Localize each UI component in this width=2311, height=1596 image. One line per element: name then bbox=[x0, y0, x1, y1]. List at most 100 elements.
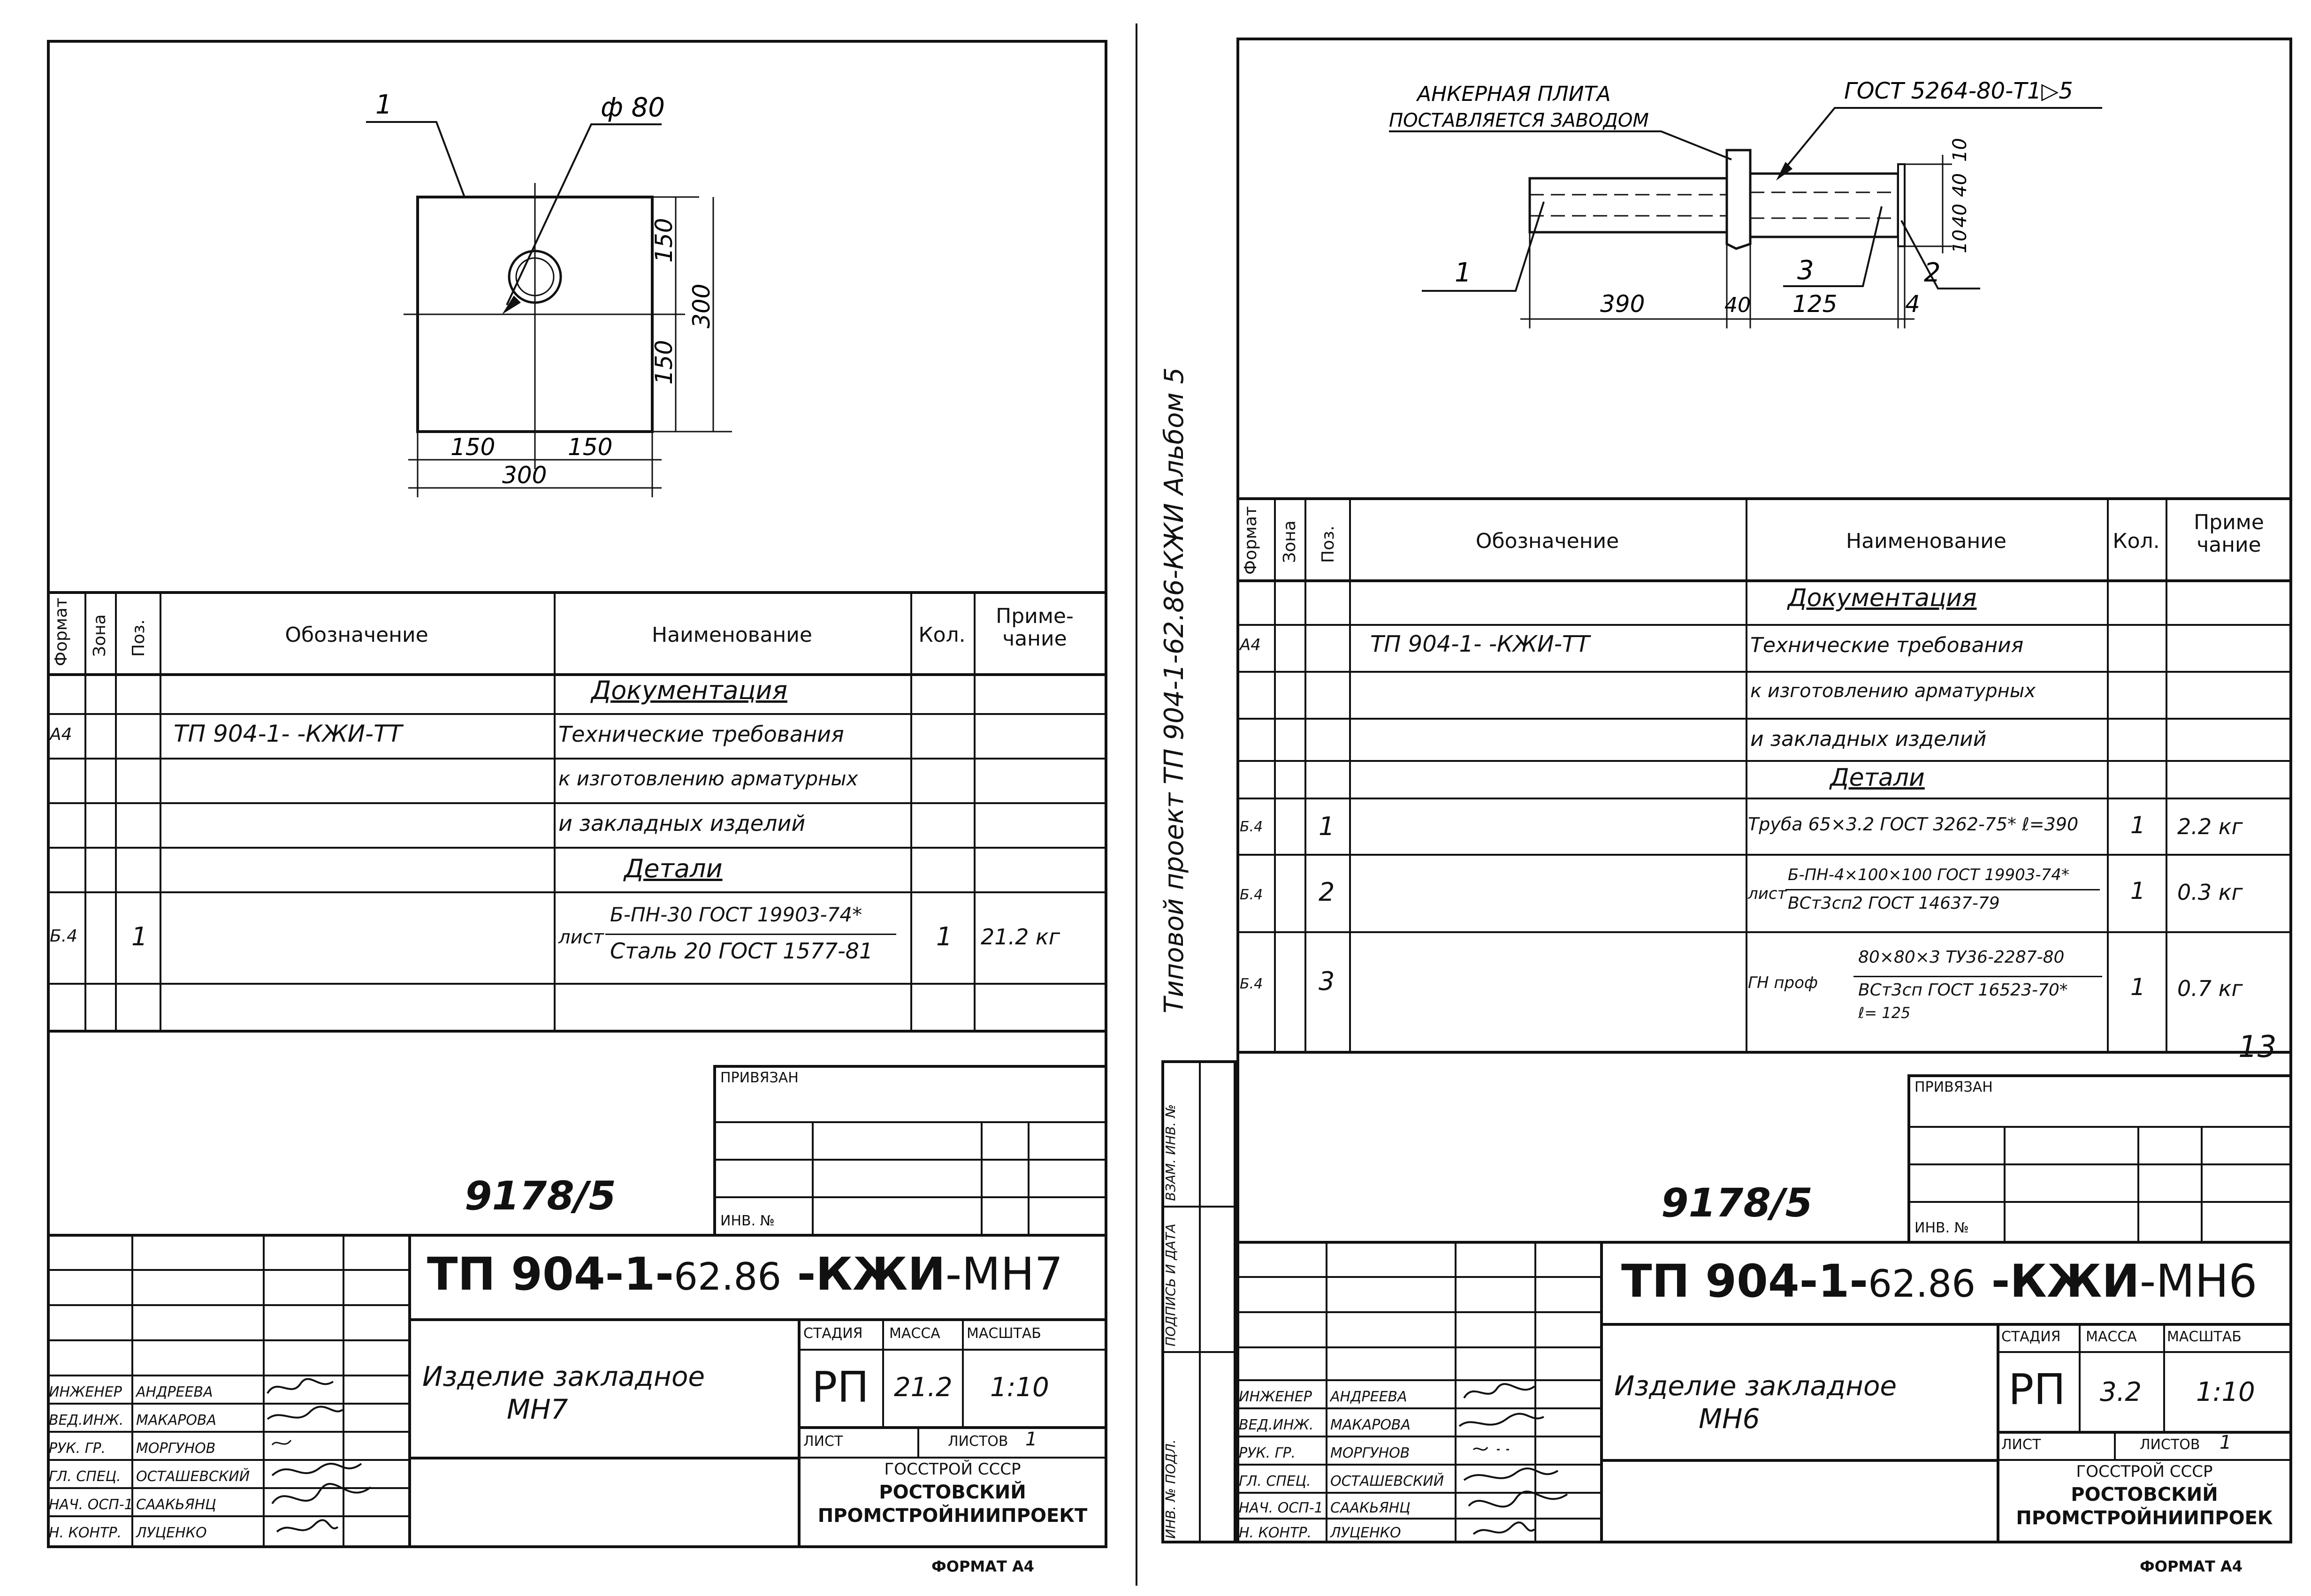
right-product-name-2: МН6 bbox=[1699, 1403, 1760, 1435]
left-format-note: ФОРМАТ А4 bbox=[931, 1558, 1034, 1575]
row1-qty: 1 bbox=[2130, 812, 2145, 839]
name-4: СААКЬЯНЦ bbox=[136, 1497, 216, 1513]
dim-4: 4 bbox=[1905, 290, 1920, 318]
dim-390: 390 bbox=[1600, 290, 1645, 318]
row1-name: Труба 65×3.2 ГОСТ 3262-75* ℓ=390 bbox=[1748, 814, 2079, 835]
left-doc-code: ТП 904-1-62.86 -КЖИ-МН7 bbox=[427, 1248, 1063, 1300]
org-line-1: ГОССТРОЙ СССР bbox=[2076, 1462, 2213, 1481]
left-product-name-2: МН7 bbox=[507, 1393, 568, 1425]
right-format-note: ФОРМАТ А4 bbox=[2140, 1558, 2242, 1575]
vzam-label: ВЗАМ. ИНВ. № bbox=[1163, 1104, 1178, 1201]
row3-fraction-line bbox=[1853, 976, 2102, 977]
name-2: МОРГУНОВ bbox=[136, 1440, 216, 1457]
header-pos: Поз. bbox=[129, 619, 148, 657]
row3-name-top: 80×80×3 ТУ36-2287-80 bbox=[1858, 948, 2065, 967]
end-plate bbox=[1897, 163, 1906, 247]
anchor-leader bbox=[1389, 130, 1732, 160]
row3-name-bottom: ВСт3сп ГОСТ 16523-70* bbox=[1858, 980, 2068, 1000]
pipe-body bbox=[1528, 177, 1728, 234]
mass-label: МАССА bbox=[2086, 1329, 2137, 1345]
part-name-top: Б-ПН-30 ГОСТ 19903-74* bbox=[610, 903, 862, 926]
pos3-leader bbox=[1783, 206, 1883, 287]
role-2: РУК. ГР. bbox=[49, 1440, 106, 1457]
plate-hole bbox=[508, 250, 562, 304]
doc-designation: ТП 904-1- -КЖИ-ТТ bbox=[1370, 631, 1590, 657]
hole-leader-arrow bbox=[502, 296, 521, 314]
pos3-label: 3 bbox=[1797, 255, 1814, 286]
header-qty: Кол. bbox=[2113, 529, 2160, 553]
doc-name-2: к изготовлению арматурных bbox=[1750, 680, 2036, 702]
section-parts: Детали bbox=[624, 854, 723, 883]
anchor-label-1: АНКЕРНАЯ ПЛИТА bbox=[1416, 82, 1611, 106]
dim-300-v: 300 bbox=[688, 284, 715, 328]
name-0: АНДРЕЕВА bbox=[136, 1384, 213, 1400]
name-1: МАКАРОВА bbox=[136, 1412, 217, 1429]
header-zone: Зона bbox=[1280, 520, 1299, 563]
name-5: ЛУЦЕНКО bbox=[136, 1525, 207, 1541]
org-line-3: ПРОМСТРОЙНИИПРОЕКТ bbox=[817, 1505, 1088, 1527]
scale-value: 1:10 bbox=[2196, 1377, 2255, 1407]
part-pos: 1 bbox=[131, 922, 148, 951]
binding-inv-label: ИНВ. № bbox=[720, 1213, 775, 1229]
dim-40: 40 bbox=[1724, 293, 1751, 317]
role-5: Н. КОНТР. bbox=[1239, 1525, 1312, 1541]
row3-format: Б.4 bbox=[1240, 976, 1263, 992]
left-plate-drawing: 1 ф 80 150 150 300 150 150 300 bbox=[366, 90, 732, 497]
name-0: АНДРЕЕВА bbox=[1330, 1389, 1407, 1405]
sheets-value: 1 bbox=[1025, 1429, 1037, 1450]
pos2-label: 2 bbox=[1924, 258, 1941, 288]
right-pipe-drawing: 10 40 40 10 390 40 125 4 1 3 2 АНКЕРНАЯ … bbox=[1389, 78, 2102, 328]
stage-value: РП bbox=[812, 1363, 869, 1412]
name-1: МАКАРОВА bbox=[1330, 1417, 1411, 1433]
weld-leader-arrow bbox=[1776, 162, 1792, 181]
dim-150-h2: 150 bbox=[568, 433, 612, 461]
header-zone: Зона bbox=[90, 614, 109, 657]
role-0: ИНЖЕНЕР bbox=[1239, 1389, 1312, 1405]
row1-pos: 1 bbox=[1319, 812, 1335, 841]
name-2: МОРГУНОВ bbox=[1330, 1445, 1410, 1461]
role-4: НАЧ. ОСП-1 bbox=[49, 1497, 133, 1513]
doc-name-1: Технические требования bbox=[558, 722, 844, 747]
doc-name-2: к изготовлению арматурных bbox=[558, 767, 858, 790]
name-4: СААКЬЯНЦ bbox=[1330, 1500, 1411, 1516]
dim-150-v2: 150 bbox=[650, 340, 678, 385]
scale-label: МАСШТАБ bbox=[967, 1325, 1041, 1342]
name-5: ЛУЦЕНКО bbox=[1330, 1525, 1401, 1541]
part-name-bottom: Сталь 20 ГОСТ 1577-81 bbox=[610, 938, 873, 964]
row2-name-bottom: ВСт3сп2 ГОСТ 14637-79 bbox=[1788, 894, 2000, 913]
header-designation: Обозначение bbox=[1475, 529, 1619, 553]
scale-value: 1:10 bbox=[990, 1372, 1049, 1403]
left-sheet-frame bbox=[47, 40, 1107, 1548]
name-3: ОСТАШЕВСКИЙ bbox=[136, 1468, 250, 1485]
doc-format: А4 bbox=[50, 725, 72, 744]
pos1-label: 1 bbox=[375, 90, 392, 120]
right-signatures bbox=[1458, 1383, 1568, 1535]
weld-label: ГОСТ 5264-80-Т1▷5 bbox=[1844, 78, 2073, 104]
right-sheet-frame bbox=[1236, 38, 2292, 1543]
row2-format: Б.4 bbox=[1240, 887, 1263, 903]
row2-name-top: Б-ПН-4×100×100 ГОСТ 19903-74* bbox=[1788, 866, 2069, 884]
doc-format: А4 bbox=[1240, 636, 1261, 654]
name-3: ОСТАШЕВСКИЙ bbox=[1330, 1473, 1444, 1490]
role-1: ВЕД.ИНЖ. bbox=[49, 1412, 124, 1429]
dim-10b: 10 bbox=[1949, 229, 1971, 253]
row3-pos: 3 bbox=[1319, 966, 1335, 996]
binding-label: ПРИВЯЗАН bbox=[1914, 1079, 1993, 1095]
role-2: РУК. ГР. bbox=[1239, 1445, 1296, 1461]
header-format: Формат bbox=[1241, 506, 1260, 575]
part-name-prefix: лист bbox=[558, 927, 604, 948]
doc-name-3: и закладных изделий bbox=[1750, 727, 1987, 751]
dim-150-h1: 150 bbox=[450, 433, 495, 461]
part-qty: 1 bbox=[936, 922, 953, 951]
header-designation: Обозначение bbox=[285, 623, 428, 647]
row1-note: 2.2 кг bbox=[2177, 814, 2243, 839]
plate-hole-inner bbox=[515, 257, 555, 296]
inv-podl-label: ИНВ. № ПОДЛ. bbox=[1163, 1439, 1178, 1539]
mass-label: МАССА bbox=[889, 1325, 940, 1342]
row3-note: 0.7 кг bbox=[2177, 976, 2243, 1001]
right-doc-code: ТП 904-1-62.86 -КЖИ-МН6 bbox=[1621, 1255, 2258, 1307]
org-line-3: ПРОМСТРОЙНИИПРОЕК bbox=[2016, 1507, 2273, 1529]
weld-leader bbox=[1780, 107, 2102, 175]
scale-label: МАСШТАБ bbox=[2167, 1329, 2242, 1345]
left-drawing-divider bbox=[47, 591, 1107, 594]
